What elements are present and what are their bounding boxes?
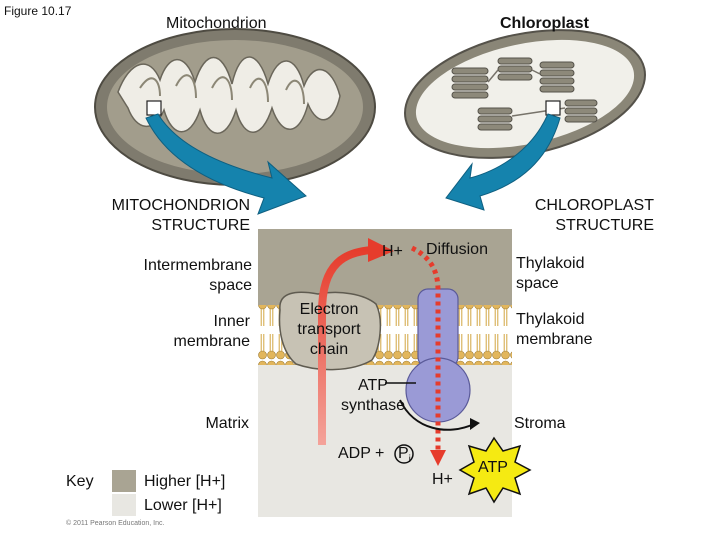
diffusion-label: Diffusion: [426, 241, 488, 258]
zoom-arrow-left: [145, 113, 307, 215]
stroma-label: Stroma: [514, 415, 566, 432]
chloroplast-illustration: [404, 29, 646, 159]
atp-synthase-label: ATP synthase: [340, 377, 406, 414]
atp-label: ATP: [478, 459, 508, 476]
zoom-arrow-right: [445, 113, 561, 211]
key-swatch-lower: [112, 494, 136, 516]
key-swatch-higher: [112, 470, 136, 492]
key-title: Key: [66, 473, 94, 490]
key-higher-label: Higher [H+]: [144, 473, 226, 490]
key-lower-label: Lower [H+]: [144, 497, 222, 514]
membrane-cross-section: [258, 229, 512, 517]
pi-circle: [394, 444, 414, 464]
electron-transport-chain: [278, 291, 382, 371]
thylakoid-membrane-label: Thylakoid membrane: [516, 311, 593, 348]
diffusion-arrow: [410, 245, 446, 466]
chloroplast-heading: Chloroplast: [500, 15, 589, 32]
chloro-structure-heading: CHLOROPLAST STRUCTURE: [534, 197, 654, 234]
atp-formation-arrow: [399, 399, 475, 431]
figure-label: Figure 10.17: [4, 4, 72, 18]
thylakoid-space-label: Thylakoid space: [516, 255, 585, 292]
proton-pump-arrow: [318, 238, 394, 445]
matrix-label: Matrix: [205, 415, 249, 432]
etc-label: Electron transport chain: [297, 301, 361, 358]
mito-structure-heading: MITOCHONDRION STRUCTURE: [111, 197, 250, 234]
h-plus-bottom-label: H+: [432, 471, 453, 488]
inner-membrane-label: Inner membrane: [173, 313, 250, 350]
mitochondrion-heading: Mitochondrion: [166, 15, 267, 32]
copyright: © 2011 Pearson Education, Inc.: [66, 520, 165, 527]
pi-label: Pi: [398, 445, 411, 466]
mitochondrion-illustration: [94, 28, 376, 186]
adp-label: ADP +: [338, 445, 385, 462]
intermembrane-space-label: Intermembrane space: [143, 257, 253, 294]
atp-burst: [458, 436, 532, 504]
h-plus-top-label: H+: [382, 243, 403, 260]
